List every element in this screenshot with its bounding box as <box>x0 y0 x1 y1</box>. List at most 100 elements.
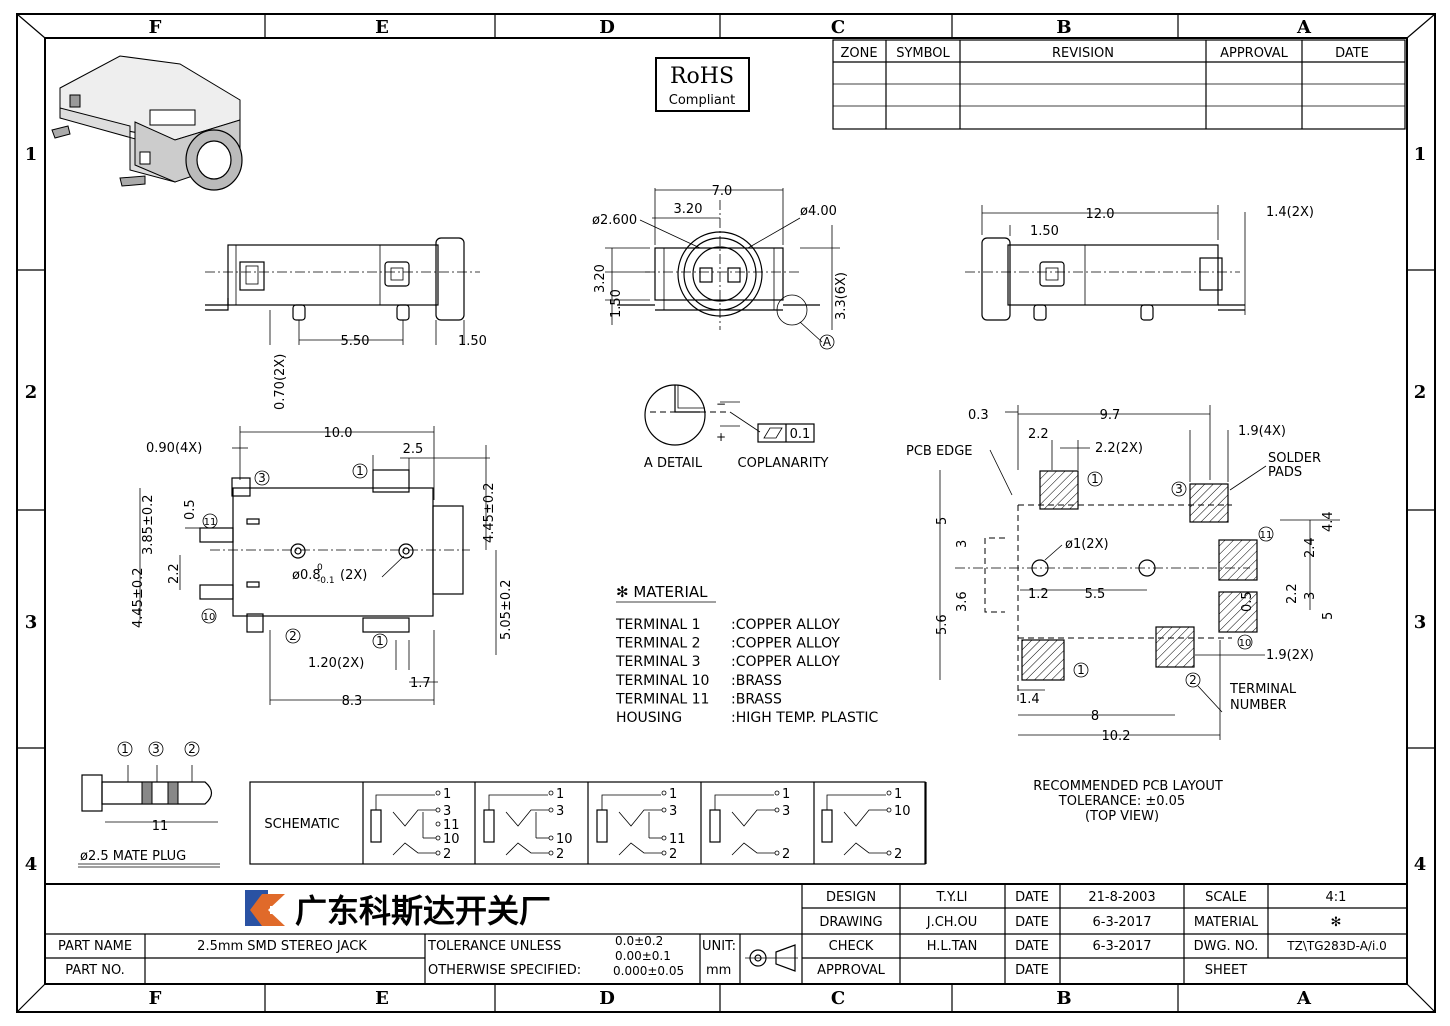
unit-value: mm <box>706 963 731 978</box>
company-name: 广东科斯达开关厂 <box>295 892 551 930</box>
material-row-name: HOUSING <box>616 710 682 726</box>
zone-col-e-top: E <box>375 17 389 38</box>
pcb-term-1a: 1 <box>1091 472 1099 486</box>
material-row-value: :COPPER ALLOY <box>731 617 840 633</box>
zone-col-f-top: F <box>149 17 162 38</box>
detail-a-label: A DETAIL <box>644 456 703 471</box>
schematic-pin-label: 3 <box>782 804 790 819</box>
tolerance-c: 0.000±0.05 <box>613 964 684 978</box>
dim-1-7: 1.7 <box>410 676 431 691</box>
approval-label: APPROVAL <box>817 963 886 978</box>
dim-1-4: 1.4(2X) <box>1266 205 1314 220</box>
pcb-dim-5b: 5 <box>1321 612 1336 620</box>
zone-col-a-bottom: A <box>1296 988 1312 1009</box>
coplanarity-label: COPLANARITY <box>738 456 829 471</box>
dim-holes: ø0.8 <box>292 568 321 583</box>
date-label-4: DATE <box>1015 963 1049 978</box>
pcb-dim-4-4: 4.4 <box>1321 511 1336 532</box>
pcb-layout: 9.7 0.3 2.2 2.2(2X) 1.9(4X) PCB EDGE SOL… <box>906 405 1340 824</box>
drawing-value: J.CH.OU <box>926 915 977 930</box>
dim-3-3: 3.3(6X) <box>834 272 849 320</box>
tolerance-b: 0.00±0.1 <box>615 949 671 963</box>
date-label-1: DATE <box>1015 890 1049 905</box>
pcb-dim-3: 3 <box>955 540 970 548</box>
pcb-dim-1-9-2x: 1.9(2X) <box>1266 648 1314 663</box>
dwg-no-value: TZ\TG283D-A/i.0 <box>1286 939 1386 953</box>
design-value: T.Y.LI <box>935 890 967 905</box>
top-term-11: 11 <box>204 517 217 528</box>
top-term-10: 10 <box>203 612 216 623</box>
solder-pads-label-2: PADS <box>1268 465 1302 480</box>
drawing-label: DRAWING <box>819 915 882 930</box>
schematic-pin-label: 1 <box>669 787 677 802</box>
front-view: 7.0 3.20 ø2.600 ø4.00 3.20 1.50 3.3(6X) … <box>592 184 849 350</box>
schematic-pin-label: 1 <box>443 787 451 802</box>
zone-row-1-left: 1 <box>25 144 38 165</box>
zone-col-c-top: C <box>831 17 845 38</box>
pcb-dim-3-6: 3.6 <box>955 591 970 612</box>
top-term-3: 3 <box>258 471 266 485</box>
dim-10-0: 10.0 <box>324 426 353 441</box>
schematic-pin-label: 1 <box>782 787 790 802</box>
date-value-3: 6-3-2017 <box>1092 939 1151 954</box>
side-view-right: 12.0 1.50 1.4(2X) <box>965 205 1314 321</box>
dim-5-05: 5.05±0.2 <box>499 579 514 640</box>
material-title: ✻ MATERIAL <box>616 583 708 601</box>
schematic-pin-label: 11 <box>669 832 686 847</box>
part-name-label: PART NAME <box>58 939 132 954</box>
dim-12-0: 12.0 <box>1086 207 1115 222</box>
dim-3-20-vert: 3.20 <box>593 264 608 293</box>
schematic-pin-label: 3 <box>443 804 451 819</box>
scale-label: SCALE <box>1205 890 1247 905</box>
dim-1-50-left: 1.50 <box>458 334 487 349</box>
dim-2-5: 2.5 <box>403 442 424 457</box>
tolerance-line-2: OTHERWISE SPECIFIED: <box>428 963 581 978</box>
zone-col-e-bottom: E <box>375 988 389 1009</box>
dwg-no-label: DWG. NO. <box>1194 939 1259 954</box>
pcb-dim-2-2x: 2.2(2X) <box>1095 441 1143 456</box>
dim-0-90: 0.90(4X) <box>146 441 202 456</box>
material-label: MATERIAL <box>1194 915 1259 930</box>
plug-term-1: 1 <box>121 742 129 756</box>
dim-holes-tail: (2X) <box>340 568 367 583</box>
pcb-term-11: 11 <box>1260 530 1273 541</box>
solder-pads-label-1: SOLDER <box>1268 451 1321 466</box>
dim-4-45-right: 4.45±0.2 <box>482 482 497 543</box>
zone-row-2-left: 2 <box>25 382 38 403</box>
schematic-pin-label: 2 <box>669 847 677 862</box>
dim-0-70: 0.70(2X) <box>273 354 288 410</box>
rohs-title: RoHS <box>670 64 734 89</box>
pcb-dim-8: 8 <box>1091 709 1099 724</box>
dim-phi-2600: ø2.600 <box>592 213 637 228</box>
pcb-dim-9-7: 9.7 <box>1100 408 1121 423</box>
schematic-pin-label: 2 <box>782 847 790 862</box>
pcb-dim-3b: 3 <box>1303 592 1318 600</box>
schematic-pin-label: 2 <box>443 847 451 862</box>
zone-row-3-right: 3 <box>1414 612 1427 633</box>
date-value-2: 6-3-2017 <box>1092 915 1151 930</box>
mate-plug: 1 3 2 11 ø2.5 MATE PLUG <box>78 741 220 868</box>
dim-holes-sup: 0 <box>317 563 323 573</box>
title-block: 广东科斯达开关厂 PART NAME 2.5mm SMD STEREO JACK… <box>44 883 1408 985</box>
tolerance-a: 0.0±0.2 <box>615 934 663 948</box>
zone-col-c-bottom: C <box>831 988 845 1009</box>
isometric-jack-picture <box>51 55 243 191</box>
zone-row-4-left: 4 <box>25 854 38 875</box>
dim-holes-sub: -0.1 <box>317 576 335 586</box>
material-row-value: :HIGH TEMP. PLASTIC <box>731 710 879 726</box>
pcb-term-1b: 1 <box>1077 663 1085 677</box>
dim-5-50: 5.50 <box>341 334 370 349</box>
pcb-dim-2-2: 2.2 <box>1028 427 1049 442</box>
dim-7-0: 7.0 <box>712 184 733 199</box>
check-label: CHECK <box>829 939 874 954</box>
sheet-label: SHEET <box>1205 963 1247 978</box>
schematic-pin-label: 2 <box>556 847 564 862</box>
zone-row-4-right: 4 <box>1414 854 1427 875</box>
dim-phi-400: ø4.00 <box>800 204 837 219</box>
material-value: ✻ <box>1331 915 1342 930</box>
zone-col-b-bottom: B <box>1056 988 1071 1009</box>
schematic-pin-label: 11 <box>443 818 460 833</box>
